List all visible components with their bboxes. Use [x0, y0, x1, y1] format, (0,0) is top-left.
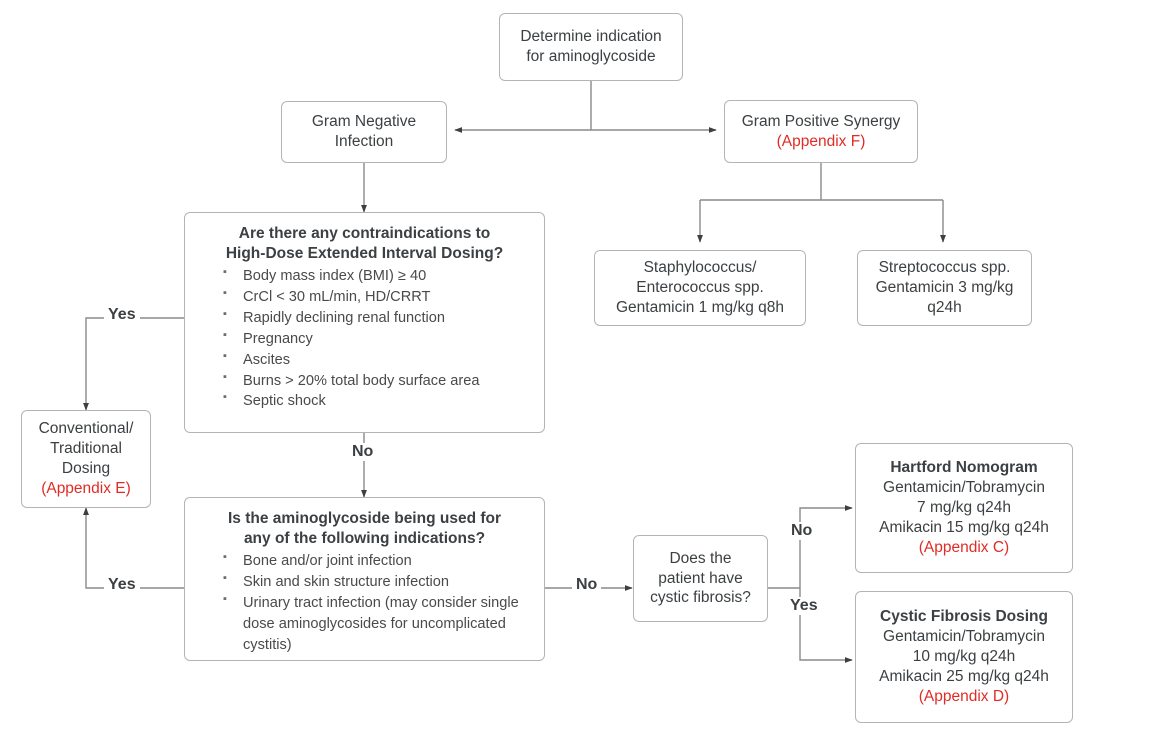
wire-cf-no — [799, 505, 853, 588]
node-determine-indication[interactable]: Determine indication for aminoglycoside — [499, 13, 683, 81]
indications-list: Bone and/or joint infection Skin and ski… — [199, 550, 530, 656]
contraindications-list: Body mass index (BMI) ≥ 40 CrCl < 30 mL/… — [199, 265, 530, 412]
node-text: Gram Positive Synergy — [741, 112, 901, 130]
node-text: Does the — [669, 549, 732, 567]
node-text: Amikacin 25 mg/kg q24h — [879, 667, 1049, 685]
list-item: Body mass index (BMI) ≥ 40 — [223, 265, 530, 287]
node-text: 10 mg/kg q24h — [912, 648, 1016, 666]
question-title-line: Is the aminoglycoside being used for — [227, 510, 502, 527]
node-text: Conventional/ — [38, 420, 134, 438]
node-cystic-fibrosis-dosing[interactable]: Cystic Fibrosis Dosing Gentamicin/Tobram… — [855, 591, 1073, 723]
node-heading: Cystic Fibrosis Dosing — [880, 608, 1048, 626]
node-text: Amikacin 15 mg/kg q24h — [879, 518, 1049, 536]
node-text: Determine indication — [520, 28, 662, 46]
list-item: Septic shock — [223, 390, 530, 412]
node-text: cystic fibrosis? — [650, 589, 751, 607]
node-heading: Hartford Nomogram — [890, 459, 1038, 477]
node-appendix-reference: (Appendix F) — [776, 132, 866, 150]
node-text: Infection — [334, 133, 394, 150]
node-appendix-reference: (Appendix C) — [918, 538, 1010, 556]
node-text: Gram Negative — [311, 113, 417, 131]
node-text: Gentamicin/Tobramycin — [883, 628, 1045, 646]
list-item: Rapidly declining renal function — [223, 307, 530, 329]
node-cystic-fibrosis-question[interactable]: Does the patient have cystic fibrosis? — [633, 535, 768, 622]
node-text: Enterococcus spp. — [636, 279, 764, 297]
node-gram-positive-synergy[interactable]: Gram Positive Synergy (Appendix F) — [724, 100, 918, 163]
node-contraindications-question[interactable]: Are there any contraindications to High-… — [184, 212, 545, 433]
node-text: Dosing — [61, 460, 111, 477]
question-title-line: any of the following indications? — [243, 530, 486, 548]
list-item: Skin and skin structure infection — [223, 571, 530, 593]
question-title-line: High-Dose Extended Interval Dosing? — [225, 245, 504, 263]
list-item: Pregnancy — [223, 328, 530, 350]
node-appendix-reference: (Appendix E) — [41, 479, 131, 497]
node-text: patient have — [658, 569, 743, 587]
node-text: Gentamicin 1 mg/kg q8h — [615, 298, 784, 316]
node-strep-dosing[interactable]: Streptococcus spp. Gentamicin 3 mg/kg q2… — [857, 250, 1032, 326]
edge-label-contraindications-yes: Yes — [104, 306, 140, 324]
node-text: q24h — [927, 298, 962, 316]
list-item: Urinary tract infection (may consider si… — [223, 592, 530, 656]
node-indications-question[interactable]: Is the aminoglycoside being used for any… — [184, 497, 545, 661]
list-item: Ascites — [223, 349, 530, 371]
wire-contra-yes — [82, 317, 184, 411]
node-text: Staphylococcus/ — [643, 259, 757, 277]
edge-label-cf-yes: Yes — [786, 597, 822, 615]
node-gram-negative-infection[interactable]: Gram Negative Infection — [281, 101, 447, 163]
node-text: Traditional — [50, 440, 122, 458]
edge-label-contraindications-no: No — [348, 443, 378, 461]
question-title: Are there any contraindications to High-… — [199, 224, 530, 264]
edge-label-indications-yes: Yes — [104, 576, 140, 594]
node-text: Gentamicin/Tobramycin — [883, 479, 1045, 497]
node-text: 7 mg/kg q24h — [917, 499, 1011, 517]
question-title: Is the aminoglycoside being used for any… — [199, 509, 530, 549]
node-text: for aminoglycoside — [526, 48, 656, 65]
list-item: Burns > 20% total body surface area — [223, 370, 530, 392]
list-item: CrCl < 30 mL/min, HD/CRRT — [223, 286, 530, 308]
node-conventional-dosing[interactable]: Conventional/ Traditional Dosing (Append… — [21, 410, 151, 508]
edge-label-cf-no: No — [787, 522, 817, 540]
node-text: Streptococcus spp. — [878, 259, 1011, 277]
question-title-line: Are there any contraindications to — [238, 225, 491, 242]
wire-indications-yes — [83, 507, 184, 589]
edge-label-indications-no: No — [572, 576, 602, 594]
node-hartford-nomogram[interactable]: Hartford Nomogram Gentamicin/Tobramycin … — [855, 443, 1073, 573]
node-appendix-reference: (Appendix D) — [918, 687, 1010, 705]
node-staph-entero-dosing[interactable]: Staphylococcus/ Enterococcus spp. Gentam… — [594, 250, 806, 326]
list-item: Bone and/or joint infection — [223, 550, 530, 572]
node-text: Gentamicin 3 mg/kg — [875, 279, 1014, 297]
